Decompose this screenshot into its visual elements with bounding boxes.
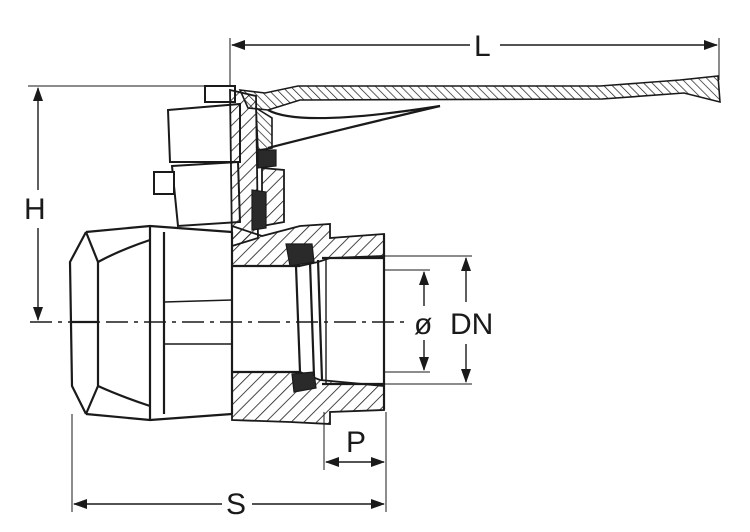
dimension-height: H [24, 85, 232, 321]
overall-length-label: S [226, 488, 246, 521]
nominal-diameter-label: DN [450, 308, 493, 341]
valve-body-section [231, 223, 386, 425]
length-label: L [474, 30, 491, 63]
height-label: H [24, 193, 46, 226]
thread-depth-label: P [346, 426, 366, 459]
dimension-overall-length: S [71, 414, 387, 521]
dimension-length: L [229, 30, 720, 95]
bore-label: ø [414, 308, 432, 341]
stem-assembly [153, 85, 285, 248]
dimension-bore: ø [384, 269, 432, 373]
lever-handle [238, 75, 721, 150]
dimension-thread-depth: P [323, 412, 387, 470]
dimension-nominal-diameter: DN [384, 255, 493, 385]
hex-body-left [68, 224, 234, 422]
